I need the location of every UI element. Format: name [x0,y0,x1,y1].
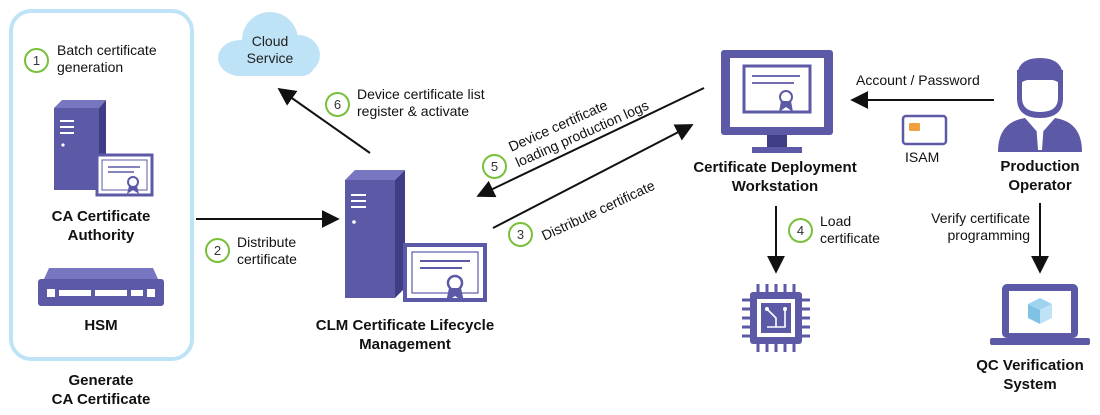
step-4-badge: 4 [788,218,813,243]
chip-icon [742,284,810,352]
arrow-workstation-to-clm [476,87,705,198]
ca-group-box [9,9,194,361]
cloud-label: Cloud Service [246,33,294,66]
arrow-clm-to-cloud [277,87,371,154]
laptop-icon [990,284,1090,345]
server-icon [54,100,106,190]
certificate-icon [403,243,487,302]
step-5-badge: 5 [482,154,507,179]
step-4-label: Load certificate [820,213,880,246]
isam-label: ISAM [905,149,940,165]
hsm-title: HSM [84,317,118,334]
monitor-icon [721,50,833,153]
smart-card-icon [901,114,948,146]
server-icon [345,170,405,298]
cloud-icon [218,12,320,76]
arrow-clm-to-workstation [492,124,694,229]
ca-title: CA Certificate Authority [51,208,151,244]
clm-title: CLM Certificate Lifecycle Management [315,317,495,353]
verify-label: Verify certificate programming [931,210,1030,243]
certificate-icon [95,153,154,197]
step-2-badge: 2 [205,238,230,263]
workstation-title: Certificate Deployment Workstation [693,159,857,195]
step-6-label: Device certificate list register & activ… [357,86,485,119]
flow-arrows [196,87,1049,274]
account-password-label: Account / Password [856,72,980,88]
step-3-badge: 3 [508,222,533,247]
qc-title: QC Verification System [976,357,1084,393]
operator-title: Production Operator [1000,158,1080,194]
step-1-badge: 1 [24,48,49,73]
step-2-label: Distribute certificate [237,234,297,267]
hsm-appliance-icon [38,268,164,306]
person-icon [998,58,1082,152]
step-1-label: Batch certificate generation [57,42,157,75]
ca-group-caption: Generate CA Certificate [51,372,151,408]
step-6-badge: 6 [325,92,350,117]
